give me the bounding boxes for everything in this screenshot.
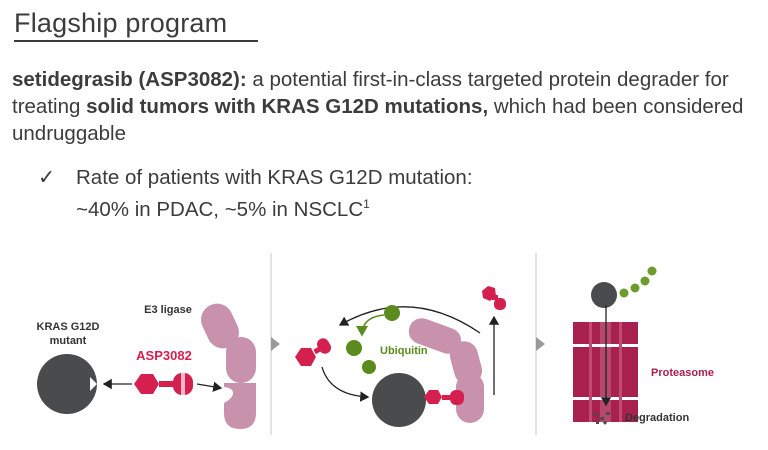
polyubiquitin-chain-icon	[619, 266, 657, 298]
drug-bound-icon	[424, 390, 464, 405]
fragments-icon	[593, 412, 610, 425]
bullet-text: Rate of patients with KRAS G12D mutation…	[76, 164, 473, 223]
drug-label: ASP3082	[136, 348, 192, 363]
kras-complex-icon	[372, 373, 426, 427]
footnote-marker: 1	[363, 197, 370, 211]
recycle-arrow-bottom	[321, 366, 370, 402]
lead-text-2: which had been considered undruggable	[12, 95, 744, 145]
e3-label: E3 ligase	[144, 304, 192, 316]
lead-paragraph: setidegrasib (ASP3082): a potential firs…	[12, 66, 762, 147]
drug-free-icon-1	[295, 338, 331, 366]
divider-arrow-2-icon	[536, 337, 545, 351]
kras-label-2: mutant	[50, 335, 87, 347]
title-underline	[14, 40, 258, 42]
recycle-arrow-top	[338, 306, 481, 334]
divider-arrow-1-icon	[271, 337, 280, 351]
asp3082-degrader-icon	[134, 373, 193, 395]
bullet-line-2: ~40% in PDAC, ~5% in NSCLC1	[76, 197, 370, 221]
bullet-line-1: Rate of patients with KRAS G12D mutation…	[76, 166, 473, 189]
proteasome-label: Proteasome	[651, 367, 714, 379]
arrow-to-e3	[196, 381, 223, 392]
lead-highlight: solid tumors with KRAS G12D mutations,	[86, 95, 489, 118]
e3-ligase-icon	[201, 303, 256, 429]
ubiquitin-label: Ubiquitin	[380, 345, 428, 357]
kras-protein-icon	[37, 354, 97, 414]
ubiquitin-icon	[346, 305, 400, 374]
checkmark-icon: ✓	[38, 166, 56, 189]
kras-tagged-icon	[591, 282, 617, 308]
kras-label-1: KRAS G12D	[37, 321, 100, 333]
mechanism-diagram: KRAS G12D mutant ASP3082 E3 ligase Ubiqu…	[37, 253, 714, 435]
drug-name: setidegrasib (ASP3082):	[12, 68, 247, 91]
e3-ligase-complex-icon	[408, 318, 484, 423]
ubiquitin-transfer-arrow	[356, 314, 385, 337]
lead-text-1: a potential first-in-class targeted prot…	[12, 68, 729, 118]
page-title: Flagship program	[14, 8, 228, 38]
drug-free-icon-2	[482, 286, 506, 310]
degradation-label: Degradation	[625, 412, 689, 424]
